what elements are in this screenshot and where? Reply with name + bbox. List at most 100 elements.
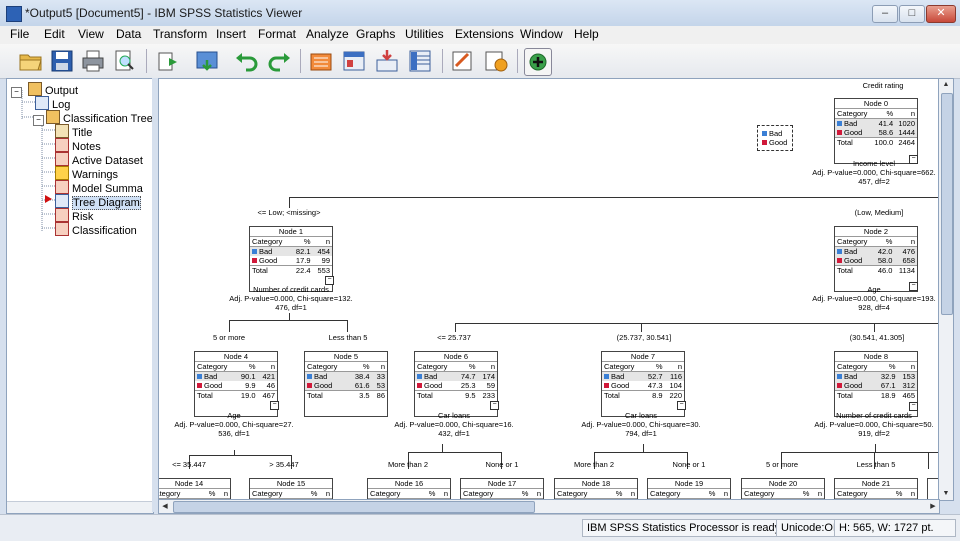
outline-item-notes[interactable]: Notes [55,138,101,153]
insert-output-icon[interactable] [524,48,552,76]
tree-node[interactable] [927,478,939,500]
menu-edit[interactable]: Edit [44,27,65,41]
goto-data-icon[interactable] [308,48,334,74]
branch-label: 5 or more [212,333,246,342]
branch-label: More than 2 [387,460,429,469]
outline-item-model-summary[interactable]: Model Summa [55,180,143,195]
print-icon[interactable] [80,48,106,74]
collapse-node-button[interactable]: − [909,282,918,291]
maximize-button[interactable]: □ [899,5,925,23]
menu-transform[interactable]: Transform [153,27,208,41]
recall-dialog-icon[interactable] [194,48,220,74]
close-button[interactable]: ✕ [926,5,956,23]
menu-graphs[interactable]: Graphs [356,27,396,41]
collapse-node-button[interactable]: − [270,401,279,410]
save-icon[interactable] [49,48,75,74]
processor-status: IBM SPSS Statistics Processor is ready [582,519,780,537]
branch-label: None or 1 [672,460,706,469]
menu-file[interactable]: File [10,27,30,41]
goto-variable-icon[interactable] [374,48,400,74]
toolbar [0,44,960,79]
outline-hscrollbar[interactable] [7,501,153,513]
menu-analyze[interactable]: Analyze [306,27,349,41]
outline-root-output[interactable]: −Output [11,82,78,98]
collapse-toggle-icon[interactable]: − [33,115,44,126]
horizontal-scroll-thumb[interactable] [173,501,535,513]
collapse-node-button[interactable]: − [325,276,334,285]
outline-item-warnings[interactable]: Warnings [55,166,118,181]
menu-data[interactable]: Data [116,27,142,41]
export-icon[interactable] [155,48,181,74]
menu-help[interactable]: Help [574,27,599,41]
collapse-toggle-icon[interactable]: − [11,87,22,98]
variables-icon[interactable] [407,48,433,74]
outline-item-title[interactable]: Title [55,124,92,139]
designate-window-icon[interactable] [450,48,476,74]
table-icon [55,208,69,222]
undo-icon[interactable] [234,48,260,74]
print-preview-icon[interactable] [111,48,137,74]
open-icon[interactable] [18,48,44,74]
output-book-icon [46,110,60,124]
collapse-node-button[interactable]: − [909,155,918,164]
tree-diagram-panel[interactable]: Credit rating Bad Good Node 0 Category%n… [158,78,940,501]
scroll-down-icon[interactable]: ▼ [942,490,950,497]
branch-label: None or 1 [485,460,519,469]
menu-view[interactable]: View [78,27,104,41]
title-icon [55,124,69,138]
scroll-right-icon[interactable]: ▶ [930,503,936,510]
minimize-button[interactable]: – [872,5,898,23]
menu-format[interactable]: Format [258,27,297,41]
horizontal-scrollbar[interactable]: ◀ ▶ [158,499,940,514]
vertical-scroll-thumb[interactable] [941,93,953,315]
branch-label: (25.737, 30.541] [616,333,672,342]
outline-item-classification-tree[interactable]: −Classification Tree [33,110,153,126]
table-icon [55,222,69,236]
current-item-arrow-icon [45,195,52,203]
outline-item-risk[interactable]: Risk [55,208,93,223]
scroll-left-icon[interactable]: ◀ [162,503,168,510]
log-icon [35,96,49,110]
outline-item-active-dataset[interactable]: Active Dataset [55,152,143,167]
goto-case-icon[interactable] [341,48,367,74]
branch-label: <= 25.737 [437,333,471,342]
vertical-scrollbar[interactable]: ▲ ▼ [938,78,954,501]
show-all-icon[interactable] [483,48,509,74]
redo-icon[interactable] [266,48,292,74]
menu-extensions[interactable]: Extensions [455,27,514,41]
menu-window[interactable]: Window [520,27,563,41]
collapse-node-button[interactable]: − [909,402,918,411]
unicode-status: Unicode:ON [776,519,841,537]
collapse-node-button[interactable]: − [677,401,686,410]
menu-insert[interactable]: Insert [216,27,247,41]
branch-label: (30.541, 41.305] [849,333,905,342]
tree-node[interactable]: Node 14Category%n [159,478,231,500]
spss-app-icon[interactable] [6,6,22,22]
outline-pane: −Output Log −Classification Tree Title N… [6,78,154,514]
outline-item-tree-diagram[interactable]: Tree Diagram [55,194,141,210]
scroll-up-icon[interactable]: ▲ [942,81,950,88]
menu-utilities[interactable]: Utilities [405,27,444,41]
dependent-variable-label: Credit rating [862,81,904,90]
collapse-node-button[interactable]: − [490,401,499,410]
outline-item-log[interactable]: Log [35,96,70,111]
size-status: H: 565, W: 1727 pt. [834,519,956,537]
pane-splitter[interactable] [152,78,158,512]
outline-item-classification[interactable]: Classification [55,222,137,237]
